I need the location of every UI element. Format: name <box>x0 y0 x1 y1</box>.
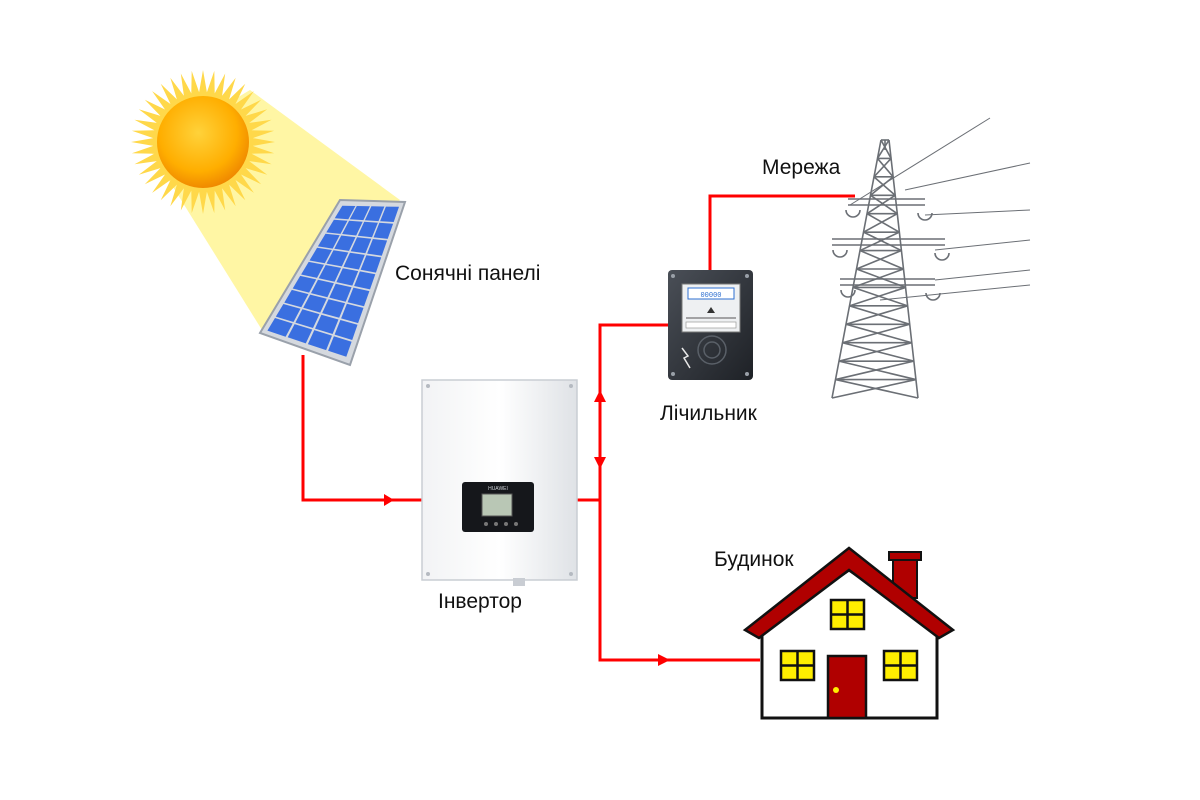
label-grid: Мережа <box>762 156 841 179</box>
power-tower-icon <box>831 117 1031 399</box>
label-house: Будинок <box>714 548 794 571</box>
inverter-brand: HUAWEI <box>488 486 508 492</box>
inverter-icon <box>421 379 578 586</box>
label-inverter: Інвертор <box>438 590 522 613</box>
wire-arrows <box>384 390 670 666</box>
solar-panel-icon <box>258 198 407 367</box>
sun-icon <box>131 70 275 214</box>
wires <box>301 194 855 662</box>
label-solar-panels: Сонячні панелі <box>395 262 540 285</box>
electric-meter-icon <box>668 270 753 380</box>
label-meter: Лічильник <box>660 402 758 425</box>
house-icon <box>742 546 956 720</box>
meter-reading: 00000 <box>700 292 721 300</box>
